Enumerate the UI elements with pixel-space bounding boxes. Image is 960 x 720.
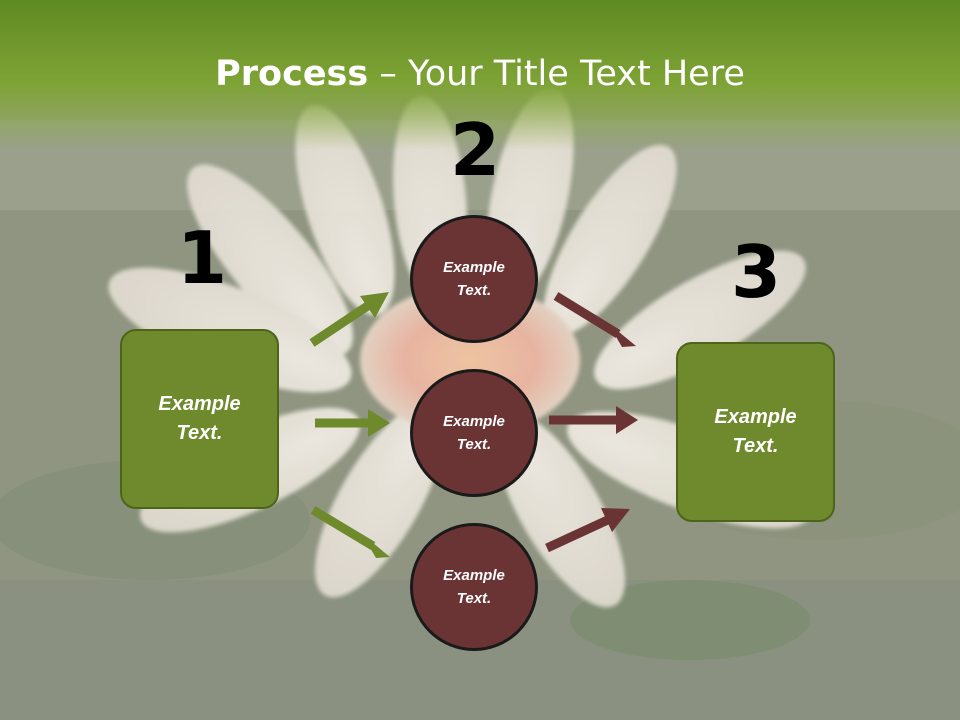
step-1-box[interactable]: Example Text. bbox=[120, 329, 279, 509]
title-rest: – Your Title Text Here bbox=[368, 54, 745, 94]
slide-title: Process – Your Title Text Here bbox=[0, 50, 960, 98]
step-number-3: 3 bbox=[731, 230, 782, 314]
circle-top-label: Example Text. bbox=[443, 259, 505, 299]
step-number-1: 1 bbox=[177, 216, 228, 300]
title-band bbox=[0, 0, 960, 150]
arrow-middle-to-3 bbox=[549, 406, 638, 434]
arrow-1-to-top bbox=[309, 292, 389, 347]
circle-middle-label: Example Text. bbox=[443, 413, 505, 453]
step-3-box[interactable]: Example Text. bbox=[676, 342, 835, 522]
arrow-bottom-to-3 bbox=[545, 508, 630, 553]
arrow-1-to-bottom bbox=[310, 506, 390, 558]
step-1-label: Example Text. bbox=[158, 393, 241, 444]
step-2-circle-middle[interactable]: Example Text. bbox=[410, 369, 538, 497]
step-2-circle-bottom[interactable]: Example Text. bbox=[410, 523, 538, 651]
step-3-label: Example Text. bbox=[714, 406, 797, 457]
title-bold: Process bbox=[215, 54, 369, 94]
arrow-1-to-middle bbox=[315, 409, 390, 437]
step-number-2: 2 bbox=[450, 108, 501, 192]
arrow-top-to-3 bbox=[553, 292, 636, 347]
circle-bottom-label: Example Text. bbox=[443, 567, 505, 607]
step-2-circle-top[interactable]: Example Text. bbox=[410, 215, 538, 343]
